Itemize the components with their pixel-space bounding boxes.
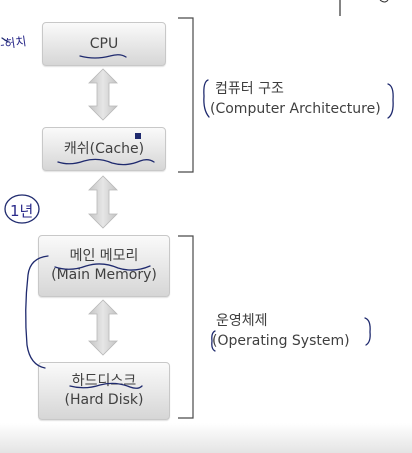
double-arrow-cache-memory (88, 175, 118, 229)
top-edge-mark (379, 0, 389, 3)
os-label-en: (Operating System) (212, 333, 350, 349)
os-label-ko: 운영체제 (216, 313, 268, 329)
double-arrow-memory-disk (88, 299, 118, 356)
architecture-open-brace (203, 79, 210, 118)
hard-disk-label-ko: 하드디스크 (71, 373, 137, 389)
cache-box: 캐쉬(Cache) (42, 127, 166, 171)
handwritten-note-circled: 1년 (10, 202, 34, 220)
bottom-fade (0, 423, 412, 453)
hard-disk-label-en: (Hard Disk) (64, 392, 144, 408)
architecture-bracket (178, 17, 194, 173)
main-memory-box: 메인 메모리 (Main Memory) (38, 235, 170, 297)
hard-disk-box: 하드디스크 (Hard Disk) (38, 362, 170, 420)
cache-label: 캐쉬(Cache) (63, 140, 145, 157)
os-close-brace (364, 317, 371, 346)
main-memory-label-en: (Main Memory) (51, 267, 157, 283)
architecture-close-brace (387, 83, 394, 119)
main-memory-label-ko: 메인 메모리 (69, 248, 139, 264)
os-bracket (178, 235, 194, 419)
architecture-label-ko: 컴퓨터 구조 (215, 81, 284, 97)
cpu-box: CPU (42, 22, 166, 66)
architecture-label-en: (Computer Architecture) (210, 101, 381, 117)
double-arrow-cpu-cache (88, 68, 118, 121)
handwritten-note-top-left: -허치 (0, 34, 28, 52)
cpu-label: CPU (89, 35, 119, 52)
